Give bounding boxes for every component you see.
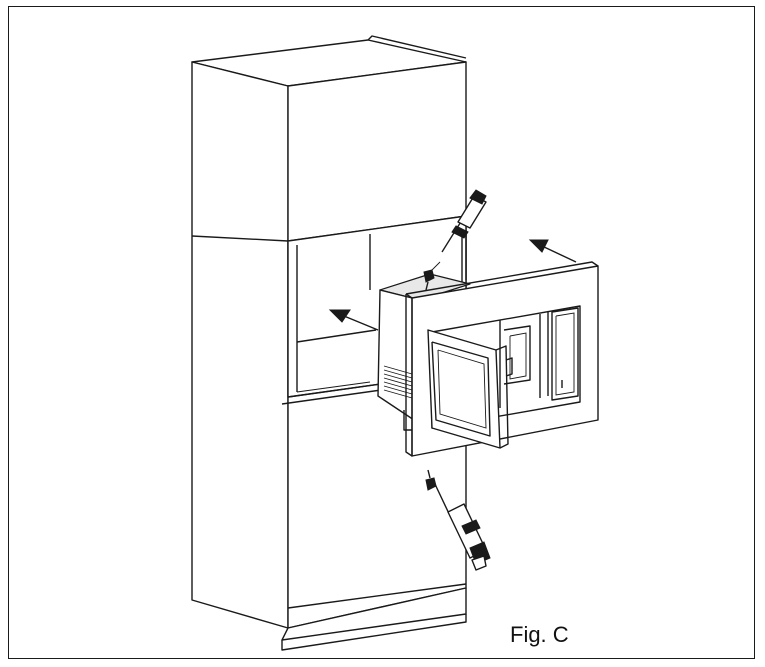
screwdriver-icon xyxy=(441,189,487,282)
arrow-icon xyxy=(328,309,379,331)
figure-frame xyxy=(8,6,755,659)
screw-icon xyxy=(425,469,437,491)
screw-icon xyxy=(423,261,441,291)
microwave-door xyxy=(427,329,513,449)
tall-cabinet xyxy=(191,35,467,651)
screwdriver-icon xyxy=(433,481,491,571)
arrow-icon xyxy=(528,239,577,263)
figure-caption: Fig. C xyxy=(510,622,569,647)
